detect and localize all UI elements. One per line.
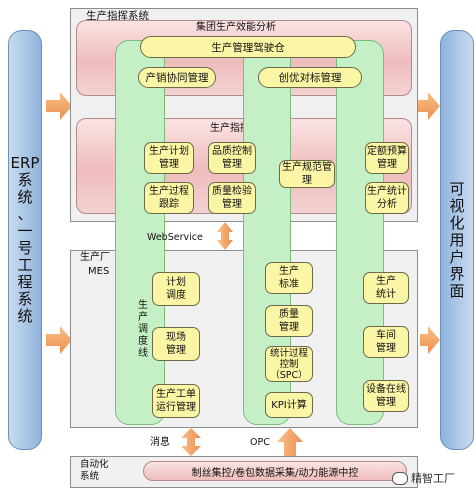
erp-char: 统	[17, 188, 33, 206]
process-tracking-module[interactable]: 生产过程 跟踪	[144, 182, 194, 214]
site-management-module[interactable]: 现场 管理	[152, 327, 200, 361]
ui-char: 可	[449, 179, 465, 198]
erp-char: 号	[17, 239, 33, 257]
webservice-label: WebService	[147, 232, 203, 243]
message-label: 消息	[150, 437, 170, 448]
erp-char: 程	[17, 273, 33, 291]
automation-title: 自动化 系统	[80, 459, 109, 482]
kpi-module[interactable]: KPI计算	[265, 392, 313, 418]
dispatch-char: 产	[138, 312, 148, 323]
quality-control-module[interactable]: 品质控制 管理	[208, 142, 256, 174]
ui-char: 界	[449, 264, 465, 283]
visual-ui-panel: 可视化用户界面	[440, 30, 474, 450]
erp-to-mes-arrow	[46, 326, 72, 354]
benchmarking-box[interactable]: 创优对标管理	[258, 67, 362, 88]
dispatch-char: 调	[138, 324, 148, 335]
erp-char: 一	[17, 222, 33, 240]
mes-title: 生产厂	[80, 252, 110, 263]
mes-statistics-module[interactable]: 生产 统计	[363, 272, 409, 304]
plan-dispatch-module[interactable]: 计划 调度	[152, 272, 200, 306]
erp-char: 统	[17, 307, 33, 325]
erp-char: 系	[17, 171, 33, 189]
ui-char: 化	[449, 213, 465, 232]
production-plan-module[interactable]: 生产计划 管理	[144, 142, 194, 174]
erp-char: 系	[17, 290, 33, 308]
quota-budget-module[interactable]: 定额预算 管理	[365, 142, 409, 174]
lane-right	[336, 40, 384, 425]
webservice-arrow	[217, 222, 233, 250]
coordination-box[interactable]: 产销协同管理	[138, 67, 216, 88]
spc-module[interactable]: 统计过程 控制 （SPC）	[265, 346, 313, 382]
watermark-text: 精智工厂	[411, 472, 455, 485]
mes-to-ui-arrow	[420, 326, 440, 354]
wechat-icon	[392, 471, 408, 485]
mes-standard-module[interactable]: 生产 标准	[265, 262, 313, 294]
opc-label: OPC	[250, 437, 270, 448]
dispatch-char: 度	[138, 336, 148, 347]
erp-char: 、	[17, 205, 33, 223]
dispatch-char: 生	[138, 300, 148, 311]
automation-bar[interactable]: 制丝集控/卷包数据采集/动力能源中控	[143, 461, 407, 481]
ui-char: 用	[449, 230, 465, 249]
ui-char: 视	[449, 196, 465, 215]
dispatch-line-label: 生产调度线	[136, 300, 150, 360]
watermark: 精智工厂	[392, 470, 455, 486]
work-order-module[interactable]: 生产工单 运行管理	[152, 384, 200, 418]
performance-band-title: 集团生产效能分析	[196, 22, 276, 33]
workshop-module[interactable]: 车间 管理	[363, 326, 409, 358]
mes-subtitle: MES	[88, 266, 110, 277]
quality-inspection-module[interactable]: 质量检验 管理	[208, 182, 256, 214]
production-standard-module[interactable]: 生产规范管理	[279, 160, 335, 188]
opc-arrow	[277, 428, 303, 458]
equipment-module[interactable]: 设备在线 管理	[363, 380, 409, 412]
cockpit-bar[interactable]: 生产管理驾驶仓	[140, 36, 356, 58]
command-system-title: 生产指挥系统	[86, 10, 149, 22]
dispatch-char: 线	[138, 348, 148, 359]
erp-char: ERP	[10, 154, 40, 172]
command-to-ui-arrow	[418, 92, 440, 120]
ui-char: 户	[449, 247, 465, 266]
erp-to-command-arrow	[46, 92, 72, 120]
erp-char: 工	[17, 256, 33, 274]
statistics-analysis-module[interactable]: 生产统计 分析	[365, 182, 409, 214]
ui-char: 面	[449, 281, 465, 300]
message-arrow	[181, 428, 201, 456]
mes-quality-module[interactable]: 质量 管理	[265, 305, 313, 337]
